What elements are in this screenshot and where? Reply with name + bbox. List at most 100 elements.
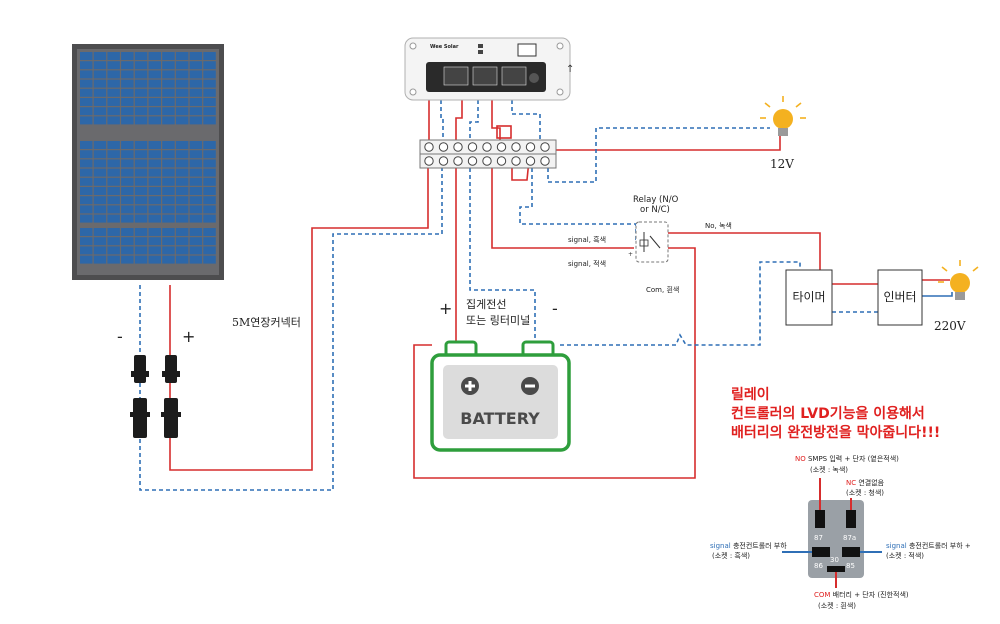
terminal-screw: [453, 142, 463, 152]
right-signal-socket: (소켓 : 적색): [886, 551, 924, 560]
ctrl-pv-neg-wire: [440, 100, 444, 140]
solar-cell: [162, 205, 175, 214]
solar-cell: [134, 246, 148, 255]
left-signal-line: signal 충전컨트롤러 부하: [710, 541, 787, 550]
left-signal-desc: 충전컨트롤러 부하: [731, 541, 788, 550]
solar-cell: [162, 79, 175, 88]
relay-icon: [635, 221, 669, 263]
solar-cell: [162, 187, 175, 195]
solar-cell: [148, 116, 161, 125]
solar-cell: [93, 88, 107, 97]
solar-cell: [93, 107, 107, 116]
solar-cell: [162, 150, 175, 159]
solar-cell: [175, 237, 189, 246]
terminal-screw: [525, 142, 536, 152]
no-line: NO SMPS 입력 + 단자 (옅은적색): [795, 454, 899, 463]
ctrl-load-pos-wire: [491, 100, 501, 140]
solar-cell: [189, 255, 203, 264]
solar-cell: [121, 246, 134, 255]
solar-cell: [107, 228, 120, 236]
solar-cell: [148, 79, 161, 88]
solar-cell: [162, 70, 175, 79]
solar-cell: [80, 159, 93, 168]
solar-cell: [148, 214, 161, 223]
terminal-screw: [496, 156, 507, 166]
ctrl-load-jumper: [496, 125, 512, 139]
solar-cell: [134, 141, 148, 149]
solar-cell: [148, 70, 161, 79]
solar-cell: [134, 107, 148, 116]
solar-cell: [175, 150, 189, 159]
solar-cell: [162, 246, 175, 255]
solar-cell: [80, 98, 93, 106]
solar-cell: [203, 116, 216, 125]
solar-cell: [93, 237, 107, 246]
solar-cell: [148, 150, 161, 159]
solar-panel-icon: [72, 44, 224, 280]
com-socket: (소켓 : 흰색): [818, 601, 856, 610]
solar-cell: [189, 88, 203, 97]
terminal-screw: [467, 156, 478, 166]
right-signal-desc: 충전컨트롤러 부하 +: [907, 541, 971, 550]
terminal-bus: [419, 139, 557, 169]
solar-cell: [162, 61, 175, 70]
light-bulb-icon: [938, 260, 979, 300]
terminal-screw: [525, 156, 536, 166]
solar-cell: [134, 255, 148, 264]
solar-cell: [134, 196, 148, 205]
solar-cell: [121, 107, 134, 116]
solar-cell: [189, 228, 203, 236]
solar-cell: [107, 79, 120, 88]
terminal-screw: [496, 142, 507, 152]
ctrl-bat-neg-wire: [469, 100, 479, 140]
solar-cell: [107, 177, 120, 186]
solar-cell: [93, 141, 107, 149]
solar-cell: [203, 52, 216, 60]
solar-cell: [162, 107, 175, 116]
timer-box: [785, 269, 833, 326]
com-line: COM 배터리 + 단자 (진한적색): [814, 590, 909, 599]
solar-cell: [203, 237, 216, 246]
solar-cell: [189, 214, 203, 223]
solar-cell: [93, 150, 107, 159]
pin-85-label: 85: [846, 562, 855, 570]
solar-cell: [93, 159, 107, 168]
solar-cell: [189, 168, 203, 177]
solar-cell: [175, 79, 189, 88]
solar-cell: [162, 214, 175, 223]
solar-cell: [93, 98, 107, 106]
solar-cell: [93, 61, 107, 70]
terminal-screw: [438, 156, 449, 166]
solar-cell: [80, 246, 93, 255]
solar-cell: [80, 187, 93, 195]
solar-cell: [175, 168, 189, 177]
relay-plus-mark: +: [628, 251, 633, 258]
solar-cell: [175, 107, 189, 116]
solar-cell: [203, 168, 216, 177]
solar-cell: [134, 70, 148, 79]
com-desc: 배터리 + 단자 (진한적색): [830, 590, 908, 599]
solar-cell: [148, 246, 161, 255]
solar-cell: [148, 187, 161, 195]
solar-cell: [175, 205, 189, 214]
solar-cell: [80, 52, 93, 60]
solar-cell: [175, 255, 189, 264]
solar-cell: [93, 255, 107, 264]
solar-cell: [107, 141, 120, 149]
solar-cell: [80, 141, 93, 149]
panel-plus-label: +: [182, 327, 195, 346]
no-code: NO: [795, 455, 806, 463]
solar-cell: [93, 70, 107, 79]
solar-cell: [80, 177, 93, 186]
signal-red-label: signal, 적색: [568, 259, 606, 268]
solar-cell: [175, 177, 189, 186]
solar-cell: [148, 98, 161, 106]
solar-cell: [80, 205, 93, 214]
solar-cell: [162, 88, 175, 97]
solar-cell: [162, 116, 175, 125]
solar-cell: [189, 177, 203, 186]
signal-black-wire: [519, 168, 637, 240]
solar-cell: [175, 246, 189, 255]
solar-cell: [203, 205, 216, 214]
solar-cell: [121, 159, 134, 168]
